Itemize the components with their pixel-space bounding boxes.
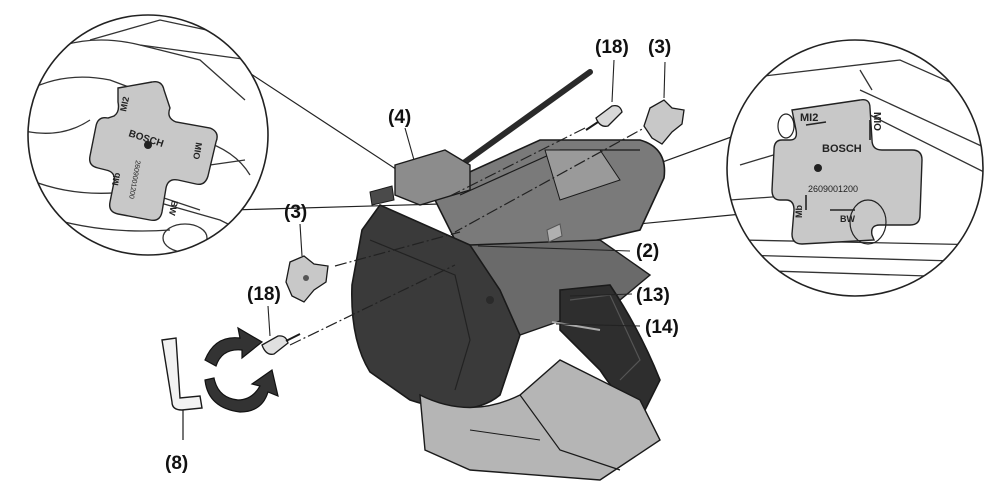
right-detail-magnifier: BOSCH MI2 MIO Mb BW 2609001200	[469, 39, 984, 297]
right-detail-mark-right: MIO	[871, 112, 882, 131]
tool-handle	[559, 284, 661, 422]
callout-4: (4)	[388, 107, 412, 128]
right-detail-mark-left: Mb	[794, 205, 804, 218]
left-detail-mark-right: MIO	[191, 142, 204, 160]
hex-key	[161, 337, 203, 440]
callout-8: (8)	[165, 453, 189, 474]
tool-head-bracket	[394, 149, 471, 206]
left-detail-mark-left: Mb	[110, 171, 122, 186]
left-detail-mark-top: MI2	[118, 96, 131, 113]
screw-left	[261, 333, 301, 355]
callout-3-left: (3)	[284, 202, 308, 223]
callout-18-top: (18)	[595, 37, 629, 58]
rotation-arrows-icon	[204, 326, 279, 413]
callout-leaders	[267, 59, 666, 337]
tool-front-panel	[351, 204, 521, 410]
callout-13: (13)	[636, 285, 670, 306]
right-detail-brand: BOSCH	[822, 143, 862, 155]
right-detail-mark-bottom: BW	[840, 214, 855, 224]
power-tool	[351, 69, 666, 481]
callout-18-left: (18)	[247, 284, 281, 305]
left-detail-mark-bottom: BW	[167, 200, 180, 217]
callout-14: (14)	[645, 317, 679, 338]
callout-3-top: (3)	[648, 37, 672, 58]
right-detail-mark-top: MI2	[800, 112, 818, 124]
tool-battery-housing	[419, 359, 661, 481]
callout-2: (2)	[636, 241, 660, 262]
adapter-plate-top	[643, 99, 685, 145]
screw-top	[585, 104, 623, 131]
right-detail-part-number: 2609001200	[808, 184, 858, 194]
assembly-lines	[289, 121, 656, 346]
adapter-plate-left	[285, 255, 329, 303]
